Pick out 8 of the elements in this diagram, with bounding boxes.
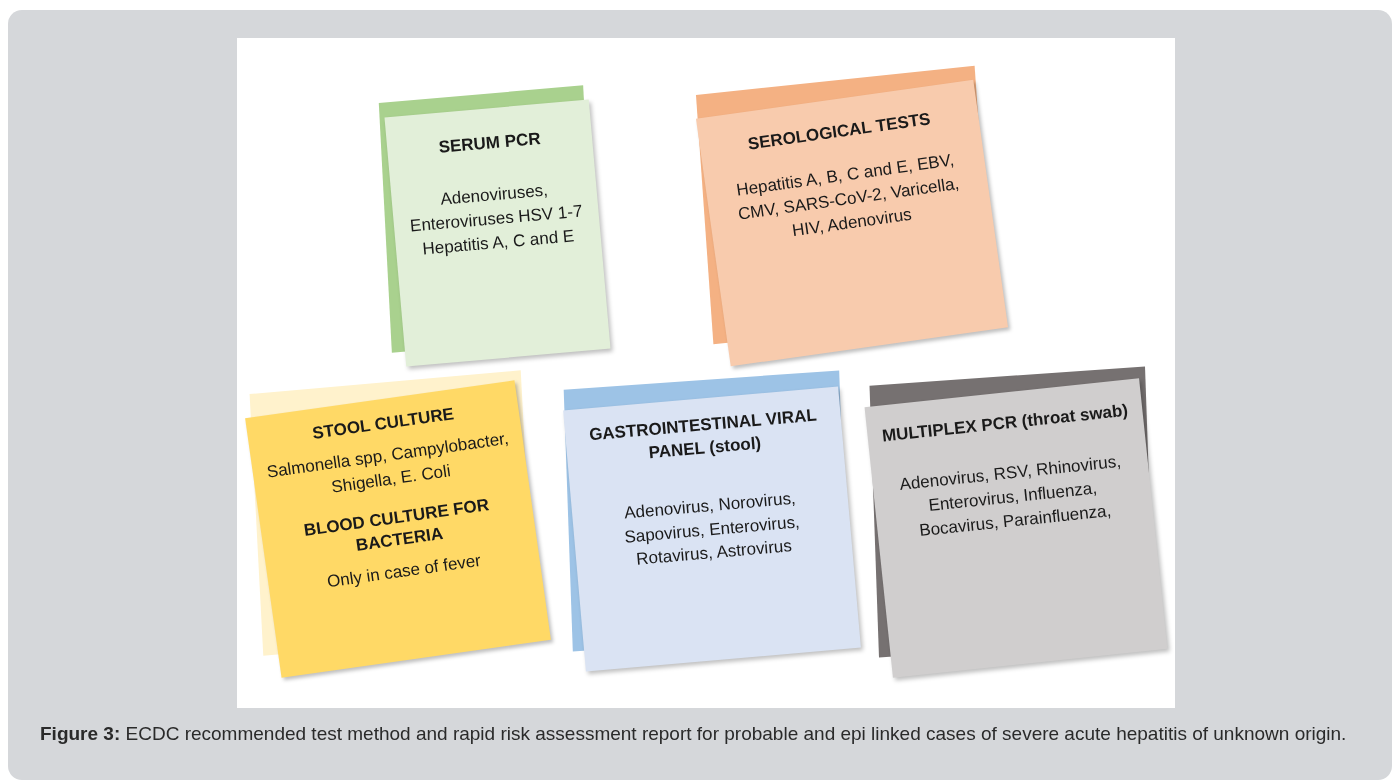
note-heading: SERUM PCR — [437, 127, 542, 159]
figure-caption: Figure 3: ECDC recommended test method and rapid risk assessment report for probable and epi linked cases of severe acute hepatitis of unknown origin. — [40, 722, 1348, 746]
note-body: Hepatitis A, B, C and E, EBV, CMV, SARS-CoV-2, Varicella, HIV, Adenovirus — [734, 150, 962, 242]
note-heading: MULTIPLEX PCR (throat swab) — [880, 399, 1130, 448]
note-body: Adenovirus, Norovirus, Sapovirus, Enterovirus, Rotavirus, Astrovirus — [622, 487, 802, 572]
note-heading: GASTROINTESTINAL VIRAL PANEL (stool) — [587, 404, 819, 465]
note-body: Adenoviruses, Enteroviruses HSV 1-7 Hepatitis A, C and E — [408, 179, 585, 261]
note-body: Adenovirus, RSV, Rhinovirus, Enterovirus, Influenza, Bocavirus, Parainfluenza, — [897, 450, 1123, 542]
